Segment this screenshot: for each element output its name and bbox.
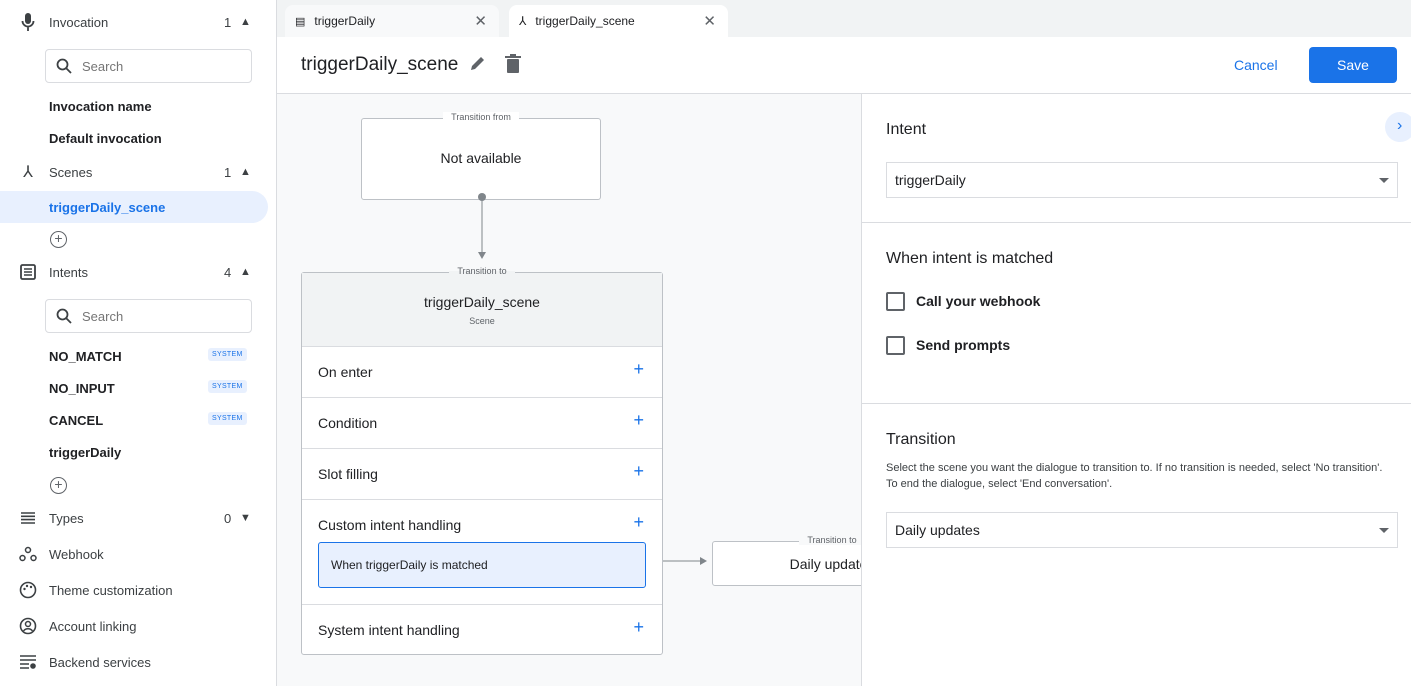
transition-select[interactable]: Daily updates	[886, 512, 1398, 548]
chevron-up-icon[interactable]: ▲	[240, 16, 251, 28]
call-webhook-label: Call your webhook	[916, 293, 1041, 309]
add-scene-icon[interactable]: +	[50, 231, 67, 248]
transition-to-label: Transition to	[449, 266, 515, 276]
invocation-search[interactable]	[45, 49, 252, 83]
scene-merge-icon: ⅄	[23, 164, 33, 181]
sidebar-item-no-input[interactable]: NO_INPUT	[49, 381, 115, 396]
intent-handler-panel: › Intent triggerDaily When intent is mat…	[861, 94, 1411, 686]
cancel-button[interactable]: Cancel	[1234, 57, 1278, 73]
transition-to-label: Transition to	[799, 535, 861, 545]
intent-heading: Intent	[886, 121, 927, 138]
add-intent-icon[interactable]: +	[50, 477, 67, 494]
send-prompts-checkbox[interactable]	[886, 336, 905, 355]
chevron-up-icon[interactable]: ▲	[240, 266, 251, 278]
slot-filling-row[interactable]: Slot filling+	[302, 448, 662, 499]
tab-triggerdaily-scene[interactable]: ⅄ triggerDaily_scene ✕	[509, 5, 728, 37]
on-enter-row[interactable]: On enter+	[302, 346, 662, 397]
close-icon[interactable]: ✕	[703, 13, 716, 30]
sidebar-item-cancel[interactable]: CANCEL	[49, 413, 104, 428]
dropdown-arrow-icon	[1379, 528, 1389, 533]
sidebar-item-account-linking[interactable]: Account linking	[0, 611, 277, 641]
chevron-up-icon[interactable]: ▲	[240, 166, 251, 178]
microphone-icon	[18, 12, 38, 32]
intents-search-input[interactable]	[82, 308, 232, 324]
account-circle-icon	[18, 616, 38, 636]
invocation-search-input[interactable]	[82, 58, 232, 74]
scene-icon: ⅄	[519, 14, 527, 28]
intent-select[interactable]: triggerDaily	[886, 162, 1398, 198]
sidebar-item-webhook[interactable]: Webhook	[0, 539, 277, 569]
types-list-icon	[18, 508, 38, 528]
sidebar-section-invocation[interactable]: Invocation 1 ▲	[0, 7, 277, 37]
intent-handler-item[interactable]: When triggerDaily is matched	[318, 542, 646, 588]
close-icon[interactable]: ✕	[474, 13, 487, 30]
transition-help: Select the scene you want the dialogue t…	[886, 462, 1383, 490]
add-plus-icon[interactable]: +	[633, 359, 644, 379]
system-badge: SYSTEM	[208, 412, 247, 425]
system-badge: SYSTEM	[208, 380, 247, 393]
scene-subtitle: Scene	[469, 316, 495, 326]
page-title: triggerDaily_scene	[301, 54, 459, 75]
dropdown-arrow-icon	[1379, 178, 1389, 183]
scene-node: Transition to triggerDaily_scene Scene O…	[301, 266, 663, 655]
delete-trash-icon[interactable]	[505, 54, 521, 78]
sidebar-section-types[interactable]: Types 0 ▼	[0, 503, 277, 533]
add-plus-icon[interactable]: +	[633, 410, 644, 430]
backend-settings-icon	[18, 652, 38, 672]
transition-target-text: Daily updates	[789, 556, 861, 572]
sidebar-item-no-match[interactable]: NO_MATCH	[49, 349, 122, 364]
custom-intent-handling-row[interactable]: Custom intent handling+ When triggerDail…	[302, 499, 662, 604]
matched-heading: When intent is matched	[886, 250, 1054, 267]
search-icon	[56, 58, 72, 74]
webhook-icon	[18, 544, 38, 564]
scene-title: triggerDaily_scene	[424, 294, 540, 310]
sidebar-section-intents[interactable]: Intents 4 ▲	[0, 257, 277, 287]
edit-pencil-icon[interactable]	[469, 54, 487, 77]
add-plus-icon[interactable]: +	[633, 617, 644, 637]
call-webhook-checkbox[interactable]	[886, 292, 905, 311]
palette-icon	[18, 580, 38, 600]
intent-icon: ▤	[295, 15, 306, 28]
transition-from-text: Not available	[440, 150, 522, 166]
save-button[interactable]: Save	[1309, 47, 1397, 83]
chevron-right-icon[interactable]: ›	[1385, 112, 1411, 142]
scene-canvas: Transition from Not available Transition…	[277, 94, 861, 686]
intent-list-icon	[18, 262, 38, 282]
sidebar-item-triggerdaily[interactable]: triggerDaily	[49, 445, 122, 460]
system-badge: SYSTEM	[208, 348, 247, 361]
sidebar-item-triggerdaily-scene[interactable]: triggerDaily_scene	[0, 191, 268, 223]
send-prompts-label: Send prompts	[916, 337, 1011, 353]
page-header: triggerDaily_scene Cancel Save	[277, 37, 1411, 94]
transition-target-box[interactable]: Transition to Daily updates	[712, 535, 861, 586]
search-icon	[56, 308, 72, 324]
transition-from-label: Transition from	[443, 112, 519, 122]
sidebar-item-default-invocation[interactable]: Default invocation	[49, 131, 162, 146]
condition-row[interactable]: Condition+	[302, 397, 662, 448]
add-plus-icon[interactable]: +	[633, 512, 644, 532]
sidebar: Invocation 1 ▲ Invocation name Default i…	[0, 0, 277, 686]
add-plus-icon[interactable]: +	[633, 461, 644, 481]
sidebar-section-scenes[interactable]: ⅄ Scenes 1 ▲	[0, 157, 277, 187]
sidebar-item-theme[interactable]: Theme customization	[0, 575, 277, 605]
system-intent-handling-row[interactable]: System intent handling+	[302, 604, 662, 655]
transition-from-box: Transition from Not available	[361, 112, 601, 200]
tab-triggerdaily[interactable]: ▤ triggerDaily ✕	[285, 5, 499, 37]
tab-bar: ▤ triggerDaily ✕ ⅄ triggerDaily_scene ✕	[277, 0, 1411, 37]
intents-search[interactable]	[45, 299, 252, 333]
sidebar-item-invocation-name[interactable]: Invocation name	[49, 99, 152, 114]
sidebar-item-backend-services[interactable]: Backend services	[0, 647, 277, 677]
chevron-down-icon[interactable]: ▼	[240, 512, 251, 524]
transition-heading: Transition	[886, 431, 956, 448]
